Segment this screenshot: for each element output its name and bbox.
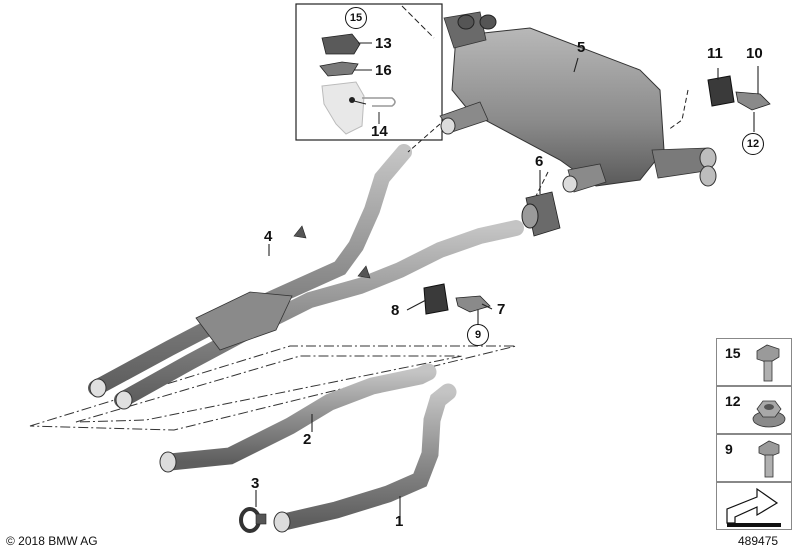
diagram-number: 489475	[738, 534, 779, 548]
pipe-clamp-6	[521, 191, 561, 237]
rubber-mount-8	[423, 283, 449, 315]
callout-part-9: 9	[467, 324, 489, 346]
clamp-3	[239, 507, 267, 533]
direction-arrow-icon	[726, 487, 781, 527]
callout-part-1: 1	[395, 513, 404, 530]
copyright-text: © 2018 BMW AG	[6, 534, 98, 548]
callout-part-2: 2	[303, 431, 312, 448]
legend-label: 9	[725, 441, 733, 457]
callout-part-16: 16	[375, 62, 392, 79]
callout-part-6: 6	[535, 153, 544, 170]
pipe-1	[273, 383, 457, 533]
callout-part-7: 7	[497, 301, 506, 318]
callout-part-5: 5	[577, 39, 586, 56]
callout-part-3: 3	[251, 475, 260, 492]
leader-lines	[255, 57, 759, 525]
legend-item-9: 9	[716, 434, 792, 482]
pipe-2	[159, 363, 437, 473]
bolt-flange-icon	[756, 344, 780, 382]
front-y-pipe	[88, 144, 524, 410]
callout-part-4: 4	[264, 228, 273, 245]
callout-part-11: 11	[707, 45, 723, 62]
legend-label: 15	[725, 345, 741, 361]
callout-part-14: 14	[371, 123, 388, 140]
legend-item-15: 15	[716, 338, 792, 386]
callout-part-8: 8	[391, 302, 400, 319]
callout-part-10: 10	[746, 45, 763, 62]
bracket-10	[735, 91, 771, 111]
legend-item-12: 12	[716, 386, 792, 434]
inset-detail-box	[295, 3, 443, 141]
rear-muffler	[439, 11, 717, 193]
legend-label: 12	[725, 393, 741, 409]
hex-nut-icon	[752, 400, 786, 428]
rubber-hanger-11	[707, 75, 735, 107]
pipe-outline-guides	[29, 345, 517, 431]
bracket-7	[455, 295, 491, 313]
legend-direction	[716, 482, 792, 530]
callout-part-12: 12	[742, 133, 764, 155]
callout-part-15: 15	[345, 7, 367, 29]
callout-part-13: 13	[375, 35, 392, 52]
hex-bolt-icon	[758, 440, 780, 478]
